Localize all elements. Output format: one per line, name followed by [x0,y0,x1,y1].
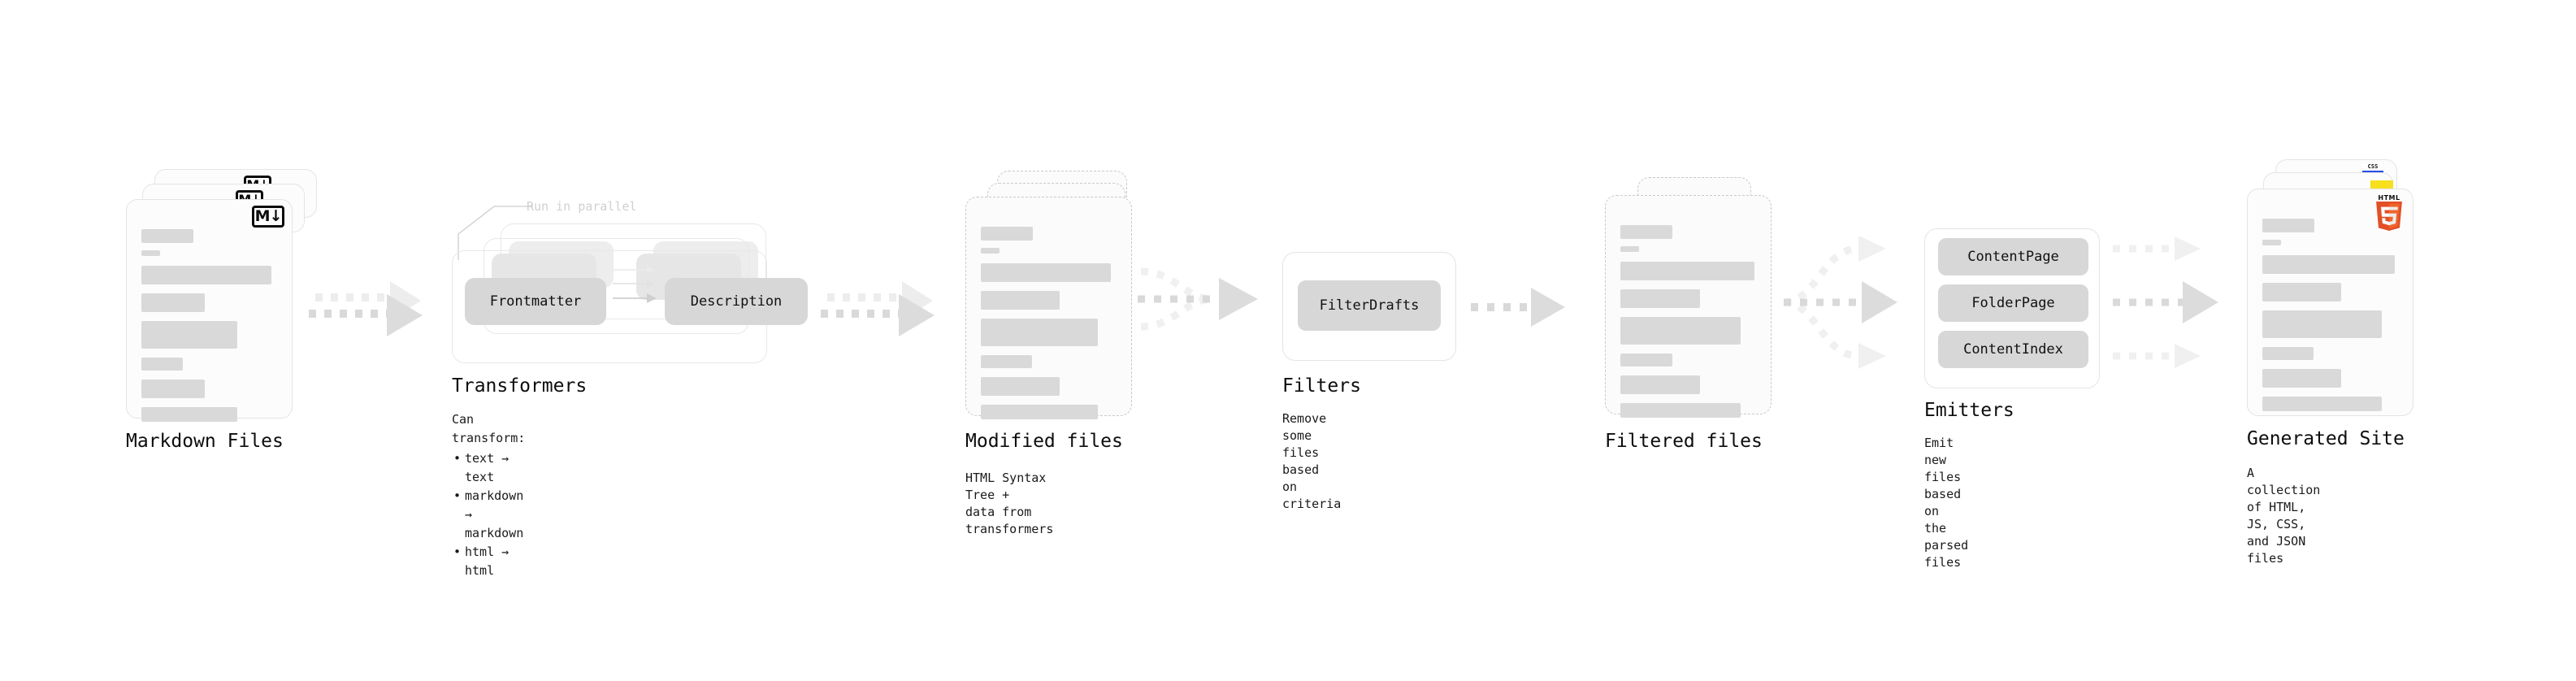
emitters-chip-contentindex: ContentIndex [1938,331,2088,368]
stage-title-filters: Filters [1282,375,1361,397]
html5-logo-text: HTML [2378,194,2400,202]
emitters-chip-contentpage: ContentPage [1938,238,2088,275]
transformers-bullet-item: text → text [453,449,525,487]
stage-title-emitters: Emitters [1924,400,2014,421]
emitters-chip-folderpage: FolderPage [1938,284,2088,322]
stage-title-markdown-files: Markdown Files [126,431,284,452]
filtered-card-content-lines [1620,225,1758,425]
stage-desc-filters: Remove some files based on criteria [1282,411,1342,511]
arrow-modified-files-to-filters [1138,267,1258,331]
markdown-card-front [126,199,293,422]
transformers-bullet-item: markdown → markdown [453,487,525,543]
transformers-bullets-header: Can transform: [452,412,526,445]
markdown-card-content-lines [141,229,279,429]
stage-title-modified-files: Modified files [965,431,1123,452]
markdown-logo-front: M↓ [252,206,284,228]
transformer-inner-arrows [613,266,657,303]
run-in-parallel-leader [458,206,533,260]
filters-chip-filterdrafts: FilterDrafts [1298,280,1441,331]
stage-title-generated-site: Generated Site [2247,428,2405,449]
transformers-bullet-item: html → html [453,543,525,580]
html5-logo: HTML [2374,195,2404,231]
stage-desc-modified-files: HTML Syntax Tree + data from transformer… [965,471,1054,536]
arrow-filtered-files-to-emitters [1783,236,1897,369]
arrow-markdown-to-transformers [309,281,423,336]
stage-title-transformers: Transformers [452,375,588,397]
transformer-chip-frontmatter: Frontmatter [465,278,606,325]
arrow-transformers-to-modified-files [821,281,935,336]
modified-card-front [965,197,1132,419]
modified-card-content-lines [981,227,1118,427]
run-in-parallel-label: Run in parallel [527,199,637,214]
transformers-bullet-list: Can transform: text → text markdown → ma… [452,410,525,580]
transformer-chip-description: Description [665,278,808,325]
arrow-emitters-to-generated-site [2113,236,2218,368]
html5-shield-icon [2376,202,2402,231]
stage-title-filtered-files: Filtered files [1605,431,1763,452]
generated-card-content-lines [2262,219,2400,419]
css-logo-text: CSS [2367,163,2379,170]
stage-desc-emitters: Emit new files based on the parsed files [1924,436,1969,570]
stage-desc-generated-site: A collection of HTML, JS, CSS, and JSON … [2247,466,2321,566]
arrow-filters-to-filtered-files [1471,288,1565,327]
filtered-card-front [1605,195,1772,418]
